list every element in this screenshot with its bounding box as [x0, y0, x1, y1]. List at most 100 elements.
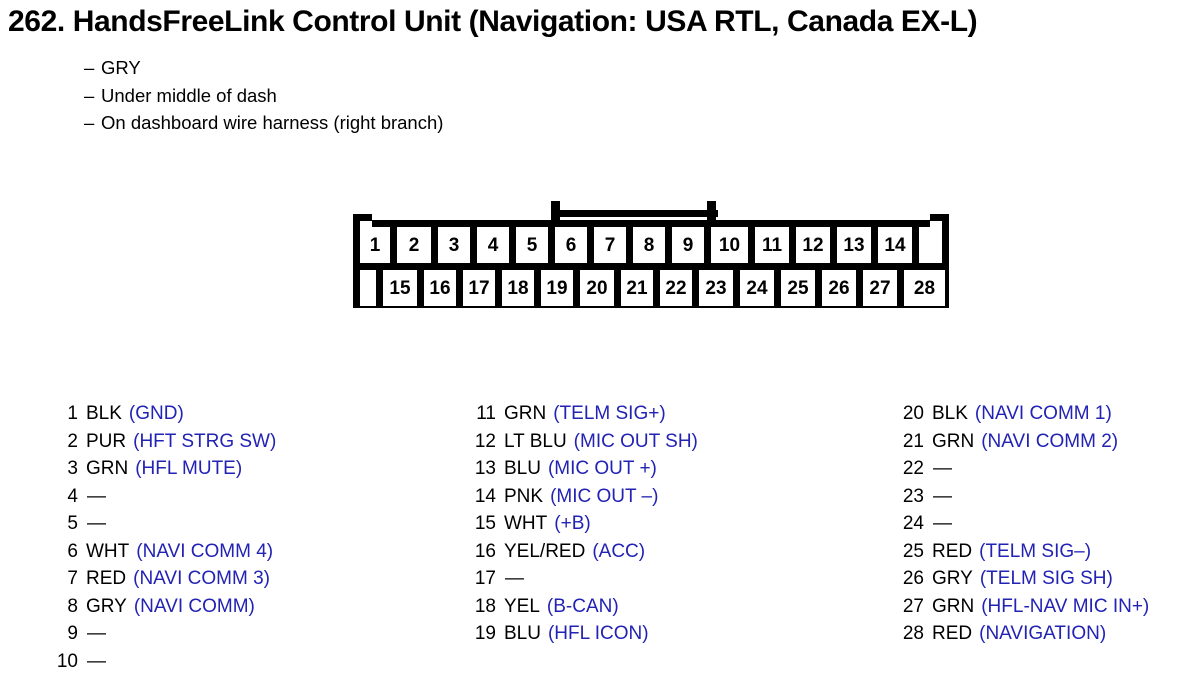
- pin-legend-row: 6 WHT (NAVI COMM 4): [52, 538, 276, 566]
- pin-wire-color: GRN: [932, 430, 975, 452]
- pin-wire-color: RED: [932, 623, 973, 644]
- pin-cell-12: 12: [796, 227, 837, 263]
- pin-unused-dash: —: [505, 568, 524, 589]
- pin-cell-25: 25: [781, 270, 822, 306]
- pin-row-bottom-blank-cell: [360, 270, 383, 306]
- connector-notch-right: [930, 214, 949, 228]
- pin-legend-row: 5—: [52, 510, 276, 538]
- pin-wire-color: RED: [86, 568, 127, 589]
- bullet-dash-icon: –: [84, 57, 95, 78]
- pin-cell-28: 28: [904, 270, 945, 306]
- pin-number: 7: [67, 568, 78, 589]
- connector-row-divider: [353, 263, 949, 270]
- pin-cell-4: 4: [477, 227, 516, 263]
- pin-wire-color: LT BLU: [504, 430, 567, 452]
- pin-signal-name: (GND): [128, 403, 184, 424]
- pin-cell-20: 20: [580, 270, 621, 306]
- pin-number: 6: [67, 540, 78, 562]
- pin-signal-name: (ACC): [592, 540, 646, 562]
- pin-signal-name: (B-CAN): [546, 595, 619, 617]
- pin-cell-24: 24: [740, 270, 781, 306]
- pin-legend-row: 22—: [898, 455, 1149, 483]
- pin-cell-5: 5: [516, 227, 555, 263]
- pin-unused-dash: —: [933, 485, 952, 507]
- pin-number: 16: [474, 540, 496, 562]
- pin-wire-color: YEL/RED: [504, 540, 586, 562]
- latch-bar-icon: [551, 210, 718, 217]
- pin-cell-8: 8: [633, 227, 672, 263]
- pin-signal-name: (NAVI COMM 1): [974, 403, 1112, 424]
- pin-number: 2: [67, 430, 78, 452]
- connector-description-item: –Under middle of dash: [84, 82, 784, 110]
- pin-legend-row: 17 —: [470, 565, 698, 593]
- bullet-dash-icon: –: [84, 112, 95, 133]
- pin-row-top-blank-cell: [919, 227, 940, 263]
- pin-signal-name: (TELM SIG+): [553, 403, 666, 424]
- connector-description-text: GRY: [101, 57, 141, 78]
- pin-legend-row: 24—: [898, 510, 1149, 538]
- pin-wire-color: WHT: [86, 540, 130, 562]
- pin-cell-2: 2: [397, 227, 438, 263]
- pin-wire-color: GRN: [504, 403, 547, 424]
- pin-signal-name: (+B): [554, 513, 591, 534]
- pin-cell-23: 23: [699, 270, 740, 306]
- pin-number: 26: [902, 568, 924, 589]
- pin-number: 10: [56, 650, 78, 672]
- pin-number: 25: [902, 540, 924, 562]
- pin-number: 21: [902, 430, 924, 452]
- connector-description-item: –GRY: [84, 54, 784, 82]
- pin-legend-row: 14 PNK (MIC OUT –): [470, 483, 698, 511]
- pin-unused-dash: —: [87, 623, 106, 644]
- pin-wire-color: BLK: [932, 403, 968, 424]
- pin-number: 4: [67, 485, 78, 507]
- pin-number: 17: [474, 568, 496, 589]
- pin-signal-name: (NAVI COMM 4): [136, 540, 274, 562]
- pin-wire-color: WHT: [504, 513, 548, 534]
- pin-cell-26: 26: [822, 270, 863, 306]
- pin-wire-color: BLU: [504, 623, 541, 644]
- pin-signal-name: (HFL ICON): [547, 623, 649, 644]
- pin-signal-name: (NAVI COMM 2): [981, 430, 1119, 452]
- pin-wire-color: PNK: [504, 485, 544, 507]
- pin-number: 9: [67, 623, 78, 644]
- pin-wire-color: BLK: [86, 403, 122, 424]
- pin-legend-row: 19 BLU (HFL ICON): [470, 620, 698, 648]
- pin-number: 13: [474, 458, 496, 479]
- pin-cell-19: 19: [541, 270, 580, 306]
- pin-wire-color: GRN: [932, 595, 975, 617]
- pin-cell-22: 22: [660, 270, 699, 306]
- pin-unused-dash: —: [87, 513, 106, 534]
- pin-cell-7: 7: [594, 227, 633, 263]
- pin-cell-17: 17: [463, 270, 502, 306]
- pin-cell-14: 14: [878, 227, 919, 263]
- pin-legend-row: 23—: [898, 483, 1149, 511]
- pin-signal-name: (MIC OUT –): [550, 485, 659, 507]
- pin-wire-color: PUR: [86, 430, 127, 452]
- pin-number: 14: [474, 485, 496, 507]
- pin-number: 22: [902, 458, 924, 479]
- pin-cell-11: 11: [755, 227, 796, 263]
- connector-description-item: –On dashboard wire harness (right branch…: [84, 109, 784, 137]
- pin-number: 19: [474, 623, 496, 644]
- pin-cell-1: 1: [360, 227, 397, 263]
- pin-cell-27: 27: [863, 270, 904, 306]
- pin-signal-name: (NAVIGATION): [979, 623, 1107, 644]
- pin-cell-16: 16: [424, 270, 463, 306]
- pin-wire-color: YEL: [504, 595, 540, 617]
- pin-number: 12: [474, 430, 496, 452]
- pin-number: 11: [476, 403, 496, 424]
- pin-number: 27: [902, 595, 924, 617]
- connector-notch-left: [353, 214, 372, 228]
- pin-signal-name: (MIC OUT +): [547, 458, 657, 479]
- pin-legend-row: 10—: [52, 648, 276, 676]
